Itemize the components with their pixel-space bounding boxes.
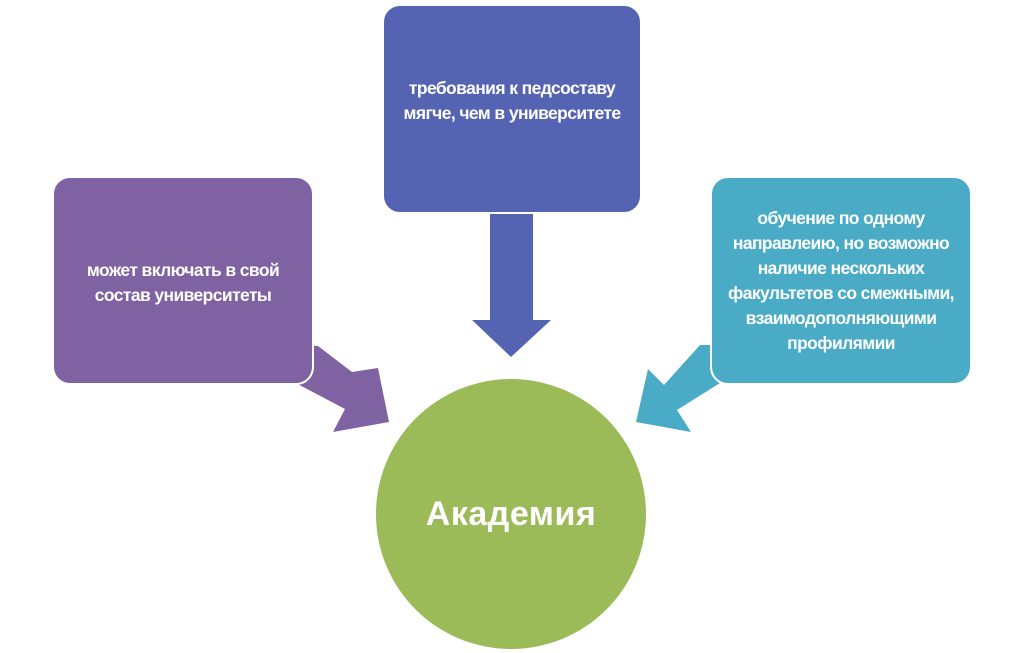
center-label: Академия bbox=[425, 494, 597, 533]
node-text: может включать в свой состав университет… bbox=[86, 260, 280, 305]
arrow-right-diagonal bbox=[636, 345, 728, 432]
arrow-left-diagonal bbox=[290, 345, 389, 432]
node-text: обучение по одному направлеию, но возмож… bbox=[728, 207, 955, 353]
node-text: требования к педсоставу мягче, чем в уни… bbox=[403, 78, 621, 123]
node-includes-universities: может включать в свой состав университет… bbox=[52, 176, 314, 385]
center-node-academy: Академия bbox=[376, 379, 646, 649]
node-single-direction-training: обучение по одному направлеию, но возмож… bbox=[710, 176, 972, 385]
arrow-top-down bbox=[472, 205, 551, 357]
node-teaching-staff-requirements: требования к педсоставу мягче, чем в уни… bbox=[382, 4, 642, 214]
